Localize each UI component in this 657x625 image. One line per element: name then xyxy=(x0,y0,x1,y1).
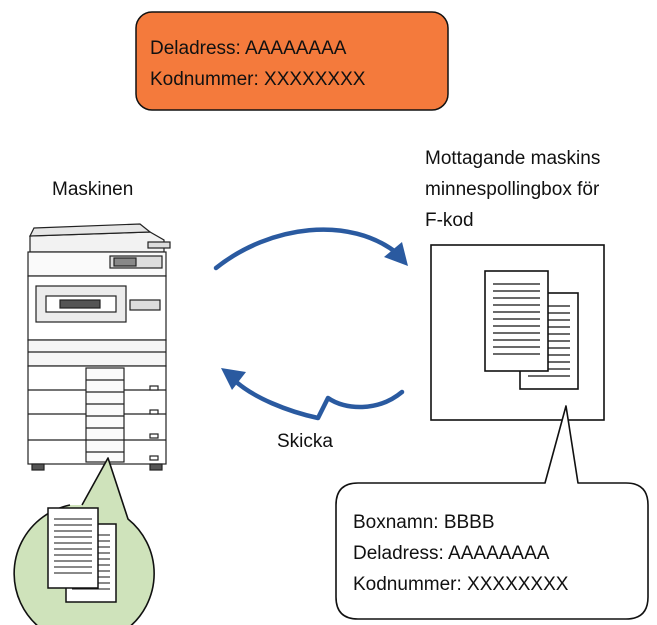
banner-line-1: Deladress: AAAAAAAA xyxy=(150,38,347,59)
receiver-label-line-1: Mottagande maskins xyxy=(425,148,600,169)
polling-box xyxy=(430,244,605,421)
banner-line-2: Kodnummer: XXXXXXXX xyxy=(150,69,366,90)
callout-line-2: Deladress: AAAAAAAA xyxy=(353,543,550,564)
banner-box xyxy=(135,11,449,111)
arrow-return-to-machine xyxy=(221,368,405,421)
box-info-callout: Boxnamn: BBBB Deladress: AAAAAAAA Kodnum… xyxy=(335,405,649,620)
receiver-label: Mottagande maskins minnespollingbox för … xyxy=(425,148,600,231)
machine-label: Maskinen xyxy=(52,179,133,200)
document-icon-small-front xyxy=(47,507,99,589)
document-icon-front xyxy=(484,270,549,372)
arrow-send-to-receiver xyxy=(213,227,408,271)
callout-line-3: Kodnummer: XXXXXXXX xyxy=(353,574,569,595)
receiver-label-line-3: F-kod xyxy=(425,210,474,231)
receiver-label-line-2: minnespollingbox för xyxy=(425,179,600,200)
address-banner: Deladress: AAAAAAAA Kodnummer: XXXXXXXX xyxy=(135,11,449,111)
callout-line-1: Boxnamn: BBBB xyxy=(353,512,495,533)
send-label: Skicka xyxy=(277,431,333,452)
printer-icon xyxy=(27,223,171,471)
machine-document-bubble xyxy=(13,457,155,625)
